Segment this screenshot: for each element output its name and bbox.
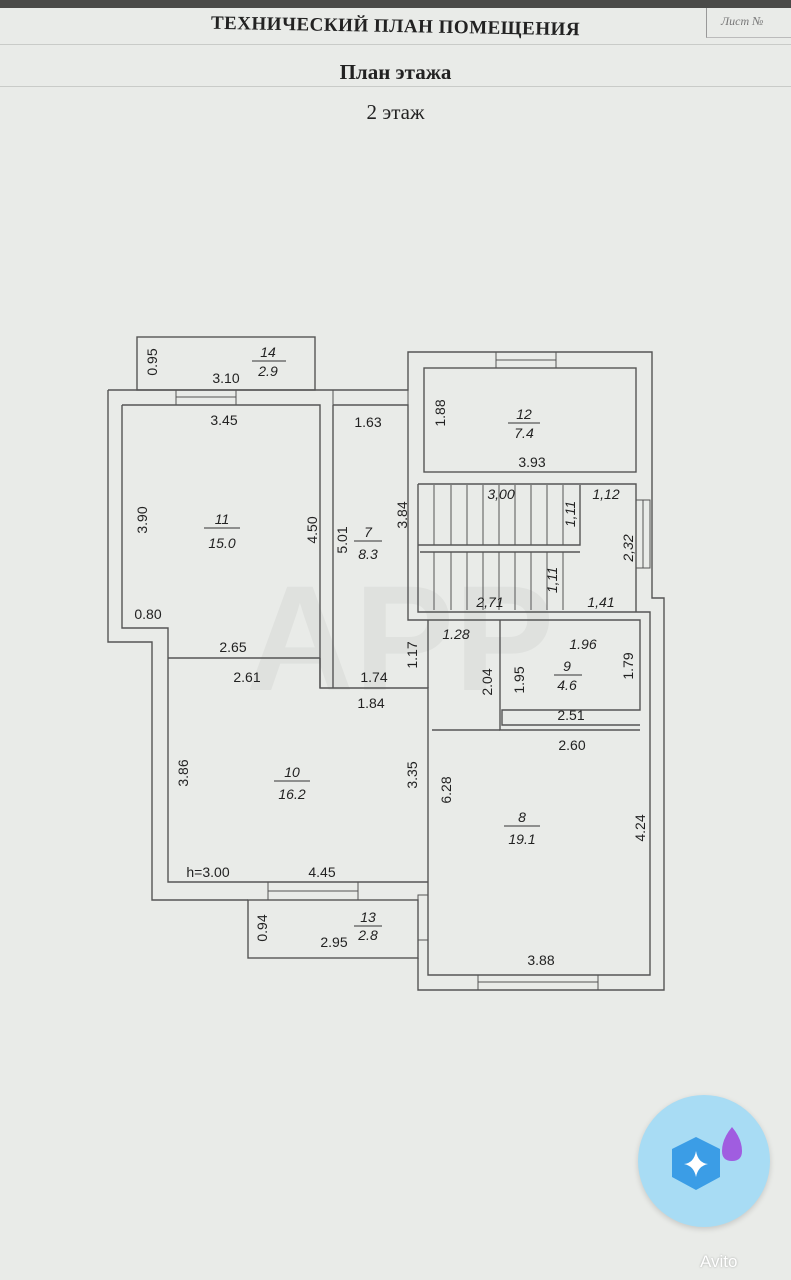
dimension: 1.63 (354, 414, 381, 430)
svg-text:19.1: 19.1 (508, 831, 535, 847)
dimension: 1,12 (592, 486, 619, 502)
svg-text:11: 11 (215, 511, 230, 527)
windows (175, 351, 651, 991)
dimension: 1.84 (357, 695, 384, 711)
room-9: 94.6 (554, 658, 582, 693)
svg-text:14: 14 (260, 344, 276, 360)
svg-text:7: 7 (364, 524, 373, 540)
svg-text:13: 13 (360, 909, 376, 925)
svg-text:4.6: 4.6 (557, 677, 577, 693)
dimension: 1.95 (511, 666, 527, 693)
dimension: 1.74 (360, 669, 387, 685)
dimension: 2.65 (219, 639, 246, 655)
room-13: 132.8 (354, 909, 382, 943)
room-7: 78.3 (354, 524, 382, 562)
staircase (433, 485, 564, 610)
paper-fold-line (0, 86, 791, 87)
plan-subtitle: План этажа (339, 60, 452, 84)
dimension: 2.51 (557, 707, 584, 723)
room-8: 819.1 (504, 809, 540, 847)
avito-watermark: Avito (700, 1252, 738, 1271)
room-10: 10 16.2 (274, 764, 310, 802)
dimension: 0.95 (144, 348, 160, 375)
dimension: 3.90 (134, 506, 150, 533)
paper-fold-line (0, 44, 791, 45)
dimension: 1,41 (587, 594, 614, 610)
dimension: 4.45 (308, 864, 335, 880)
dimension: 3.35 (404, 761, 420, 788)
dimension-labels: 0.95 3.10 3.45 1.63 1.88 3.93 3.90 4.50 … (134, 348, 648, 968)
svg-text:16.2: 16.2 (278, 786, 305, 802)
walls (107, 336, 665, 991)
room-14: 142.9 (252, 344, 286, 379)
dimension: 1.17 (404, 641, 420, 668)
dimension: 1,11 (544, 567, 560, 593)
dimension: 2,71 (475, 594, 503, 610)
svg-text:9: 9 (563, 658, 571, 674)
dimension: 0.80 (134, 606, 161, 622)
dimension: 1.96 (569, 636, 596, 652)
svg-text:15.0: 15.0 (208, 535, 235, 551)
room-11: 11 15.0 (204, 511, 240, 551)
dimension: 1,11 (562, 501, 578, 527)
dimension: 4.50 (304, 516, 320, 543)
svg-text:2.9: 2.9 (257, 363, 278, 379)
ai-assistant-button[interactable] (638, 1095, 770, 1227)
svg-text:8.3: 8.3 (358, 546, 378, 562)
dimension: 6.28 (438, 776, 454, 803)
dimension: 2.60 (558, 737, 585, 753)
dimension: 3.93 (518, 454, 545, 470)
dimension: 3.45 (210, 412, 237, 428)
dimension: 3.88 (527, 952, 554, 968)
svg-text:10: 10 (284, 764, 300, 780)
sparkle-hexagon-icon (672, 1127, 742, 1190)
dimension: 2,32 (620, 534, 636, 562)
dimension: 1.28 (442, 626, 469, 642)
photo-top-edge (0, 0, 791, 8)
svg-text:8: 8 (518, 809, 526, 825)
dimension: 2.61 (233, 669, 260, 685)
sheet-number-box: Лист № (706, 8, 791, 38)
dimension: 3,00 (487, 486, 514, 502)
ceiling-height: h=3.00 (186, 864, 229, 880)
floor-label: 2 этаж (366, 100, 425, 124)
dimension: 3.10 (212, 370, 239, 386)
dimension: 4.24 (632, 814, 648, 841)
svg-text:2.8: 2.8 (357, 927, 378, 943)
dimension: 2.95 (320, 934, 347, 950)
dimension: 1.79 (620, 652, 636, 679)
dimension: 2.04 (479, 668, 495, 695)
dimension: 5.01 (334, 526, 350, 553)
watermark: АРР (246, 554, 554, 722)
dimension: 3.86 (175, 759, 191, 786)
svg-text:12: 12 (516, 406, 532, 422)
dimension: 3.84 (394, 501, 410, 528)
room-12: 127.4 (508, 406, 540, 441)
dimension: 0.94 (254, 914, 270, 941)
dimension: 1.88 (432, 399, 448, 426)
svg-text:7.4: 7.4 (514, 425, 534, 441)
